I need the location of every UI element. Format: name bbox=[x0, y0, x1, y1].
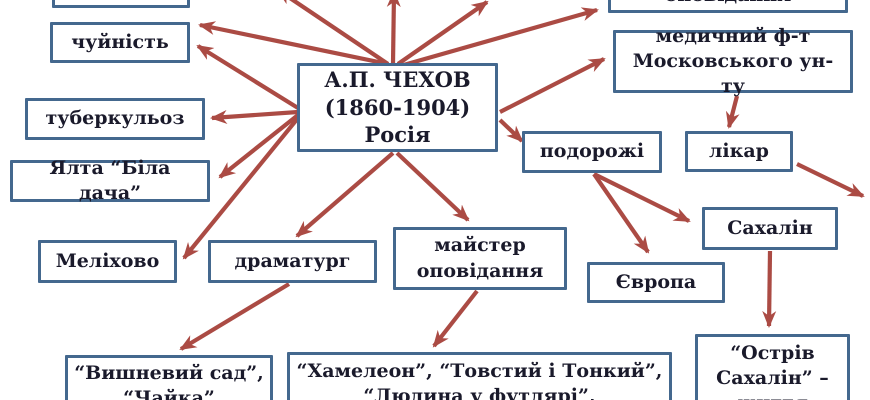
connector-arrow bbox=[218, 113, 300, 179]
node-travels: подорожі bbox=[522, 131, 662, 173]
node-chekhov-central: А.П. ЧЕХОВ (1860-1904) Росія bbox=[297, 63, 498, 152]
connector-arrow bbox=[432, 289, 479, 348]
connector-arrow bbox=[399, 7, 599, 69]
connector-arrow bbox=[386, 0, 401, 65]
node-tuberculosis: туберкульоз bbox=[25, 98, 205, 140]
connector-arrow bbox=[198, 21, 389, 67]
connector-arrow bbox=[796, 162, 865, 198]
node-doctor: лікар bbox=[685, 131, 793, 172]
node-playwright: драматург bbox=[208, 240, 377, 283]
node-melikhovo: Меліхово bbox=[38, 240, 177, 283]
node-sakhalin-island-book: “Острів Сахалін” – життя bbox=[695, 334, 850, 400]
connector-arrow bbox=[276, 0, 390, 66]
node-sensitivity: чуйність bbox=[50, 22, 190, 63]
connector-arrow bbox=[592, 172, 650, 254]
connector-arrow bbox=[182, 116, 300, 260]
connector-arrow bbox=[196, 44, 300, 110]
node-yalta-white-dacha: Ялта “Біла дача” bbox=[10, 157, 210, 204]
node-top-left-partial bbox=[52, 0, 190, 8]
connector-arrow bbox=[396, 0, 489, 66]
connector-arrow bbox=[498, 118, 524, 143]
node-story-master: майстер оповідання bbox=[393, 227, 567, 290]
connector-arrow bbox=[725, 95, 740, 129]
node-medical-faculty: медичний ф-т Московського ун-ту bbox=[613, 25, 853, 97]
connector-arrow bbox=[395, 151, 470, 222]
connector-arrow bbox=[295, 151, 395, 238]
node-plays-list: “Вишневий сад”, “Чайка” bbox=[65, 355, 273, 400]
node-europe: Європа bbox=[587, 262, 725, 303]
node-stories-list: “Хамелеон”, “Товстий і Тонкий”, “Людина … bbox=[287, 352, 672, 400]
connector-arrow bbox=[179, 282, 291, 351]
node-stories-top-partial: оповідання bbox=[608, 0, 848, 13]
connector-arrow bbox=[499, 57, 606, 114]
connector-arrow bbox=[762, 250, 777, 328]
node-sakhalin: Сахалін bbox=[702, 207, 838, 250]
connector-arrow bbox=[593, 172, 691, 223]
connector-arrow bbox=[210, 109, 299, 124]
